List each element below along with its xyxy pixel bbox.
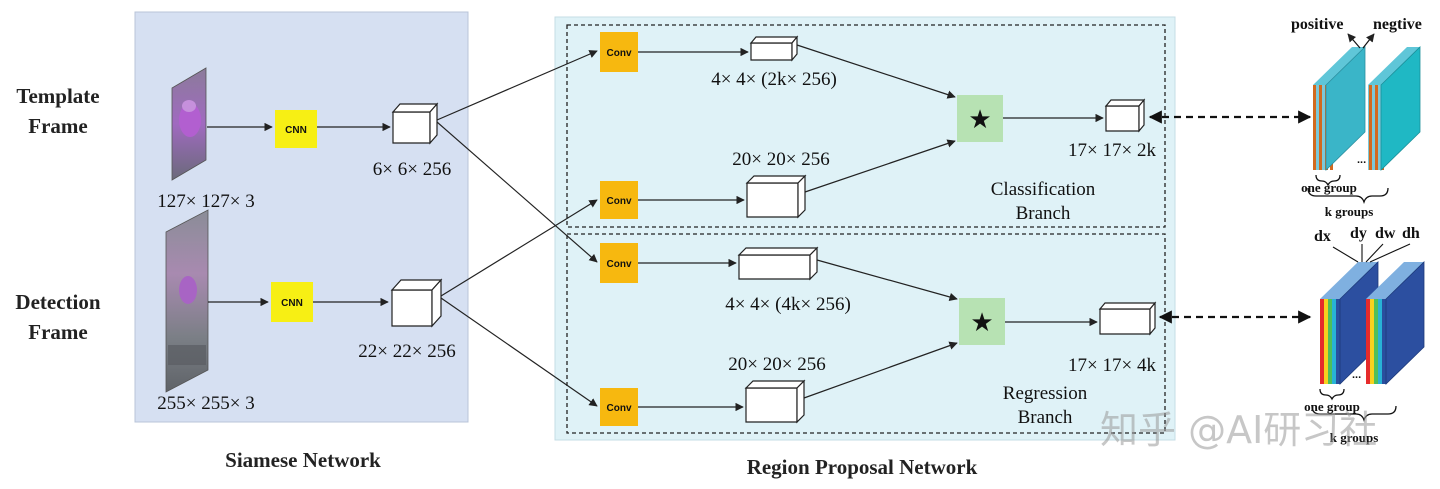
template-size-label: 127× 127× 3 — [157, 191, 254, 212]
reg-output-stack — [1320, 261, 1425, 385]
conv-box-reg-search — [600, 388, 638, 426]
conv-box-cls-template — [600, 32, 638, 72]
reg-xcorr-box — [959, 298, 1005, 345]
cls-kernel-cube — [749, 35, 799, 62]
template-cnn-box — [275, 110, 317, 148]
one-group-brace-top — [1315, 174, 1341, 187]
detection-feature-label: 22× 22× 256 — [358, 341, 455, 362]
one-group-label-top: one group — [1301, 180, 1357, 195]
classification-branch-box — [566, 24, 1166, 228]
template-cnn-label: CNN — [285, 125, 307, 136]
template-frame-image — [171, 67, 207, 181]
cls-branch-label-1: Classification — [991, 179, 1096, 200]
detection-cnn-label: CNN — [281, 298, 303, 309]
cls-output-label: 17× 17× 2k — [1068, 140, 1156, 161]
conv-box-reg-template — [600, 243, 638, 283]
reg-search-label: 20× 20× 256 — [728, 354, 825, 375]
cls-star-icon: ★ — [968, 105, 991, 135]
reg-kernel-cube — [737, 246, 819, 281]
template-frame-label-1: Template — [16, 84, 99, 108]
siamese-network-title: Siamese Network — [225, 448, 381, 472]
detection-frame-label-2: Frame — [28, 320, 87, 344]
conv-box-cls-search — [600, 181, 638, 219]
detection-size-label: 255× 255× 3 — [157, 393, 254, 414]
regression-branch-box — [566, 233, 1166, 434]
conv-label: Conv — [607, 259, 632, 270]
conv-label: Conv — [607, 403, 632, 414]
cls-output-cube — [1104, 98, 1146, 133]
reg-kernel-label: 4× 4× (4k× 256) — [725, 294, 851, 315]
detection-frame-label-1: Detection — [15, 290, 100, 314]
k-groups-label-bottom: k groups — [1330, 430, 1379, 445]
cls-kernel-label: 4× 4× (2k× 256) — [711, 69, 837, 90]
template-feature-cube — [391, 102, 439, 145]
template-feature-label: 6× 6× 256 — [373, 159, 451, 180]
cls-search-label: 20× 20× 256 — [732, 149, 829, 170]
reg-branch-label-2: Branch — [1018, 407, 1073, 428]
dx-label: dx — [1314, 228, 1331, 245]
reg-dots: ... — [1352, 369, 1361, 381]
rpn-title: Region Proposal Network — [747, 455, 978, 479]
one-group-label-bottom: one group — [1304, 399, 1360, 414]
reg-search-cube — [744, 379, 806, 424]
template-frame-label-2: Frame — [28, 114, 87, 138]
detection-frame-image — [165, 209, 209, 393]
cls-output-stack — [1313, 46, 1421, 171]
k-groups-label-top: k groups — [1325, 204, 1374, 219]
k-groups-brace-top — [1307, 187, 1389, 205]
dy-label: dy — [1350, 225, 1367, 242]
reg-star-icon: ★ — [970, 308, 993, 338]
dh-label: dh — [1402, 225, 1420, 242]
positive-label: positive — [1291, 16, 1343, 33]
reg-output-cube — [1098, 301, 1157, 336]
cls-branch-label-2: Branch — [1016, 203, 1071, 224]
detection-feature-cube — [390, 278, 443, 328]
conv-label: Conv — [607, 48, 632, 59]
watermark: 知乎 @AI研习社 — [1100, 408, 1377, 452]
conv-label: Conv — [607, 196, 632, 207]
cls-xcorr-box — [957, 95, 1003, 142]
cls-dots: ... — [1357, 154, 1366, 166]
k-groups-brace-bottom — [1311, 405, 1397, 423]
detection-cnn-box — [271, 282, 313, 322]
rpn-panel — [554, 16, 1176, 441]
one-group-brace-bottom — [1319, 388, 1345, 401]
cls-search-cube — [745, 174, 807, 219]
reg-output-label: 17× 17× 4k — [1068, 355, 1156, 376]
negtive-label: negtive — [1373, 16, 1422, 33]
dw-label: dw — [1375, 225, 1396, 242]
reg-branch-label-1: Regression — [1003, 383, 1088, 404]
